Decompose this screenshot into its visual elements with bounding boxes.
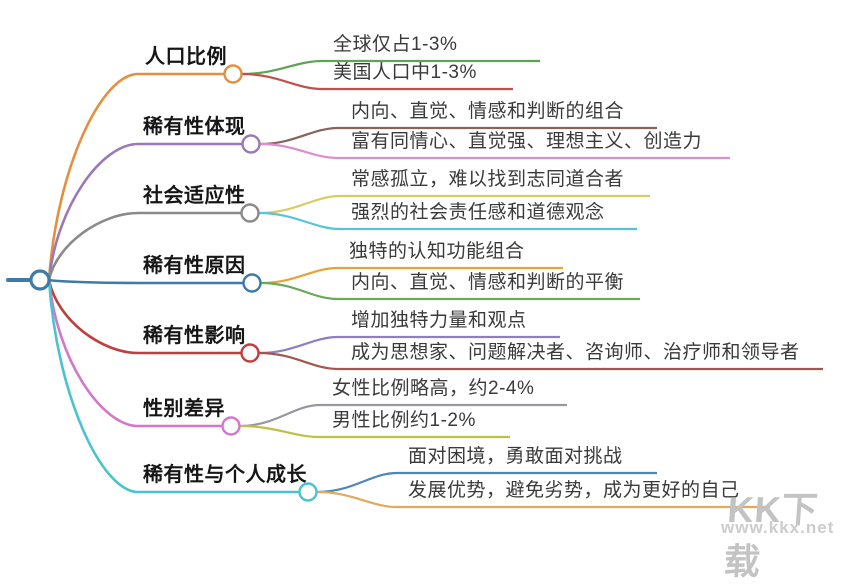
branch-line (47, 142, 242, 281)
branch-node-circle (240, 203, 260, 223)
child-topic: 常感孤立，难以找到志同道合者 (351, 169, 625, 190)
mindmap: 全球仅占1-3% 美国人口中1-3% 人口比例内向、直觉、情感和判断的组合富有同情心… (6, 34, 835, 582)
branch-node-circle (241, 134, 261, 154)
child-topic: 美国人口中1-3% (333, 62, 477, 83)
branch-node-circle (223, 64, 243, 84)
child-line (258, 335, 560, 355)
branch-label: 稀有性与个人成长 (143, 464, 307, 486)
child-topic: 独特的认知功能组合 (349, 241, 525, 262)
branch-line (47, 211, 241, 281)
child-topic: 成为思想家、问题解决者、咨询师、治疗师和领导者 (351, 342, 800, 363)
root-node-circle (29, 269, 51, 291)
branch-label: 人口比例 (145, 46, 227, 68)
child-line (260, 266, 563, 285)
mindmap-connectors (6, 59, 823, 509)
branch-line (47, 72, 224, 281)
child-topic: 富有同情心、直觉强、理想主义、创造力 (351, 131, 703, 152)
child-line (259, 142, 730, 160)
child-line (258, 194, 650, 215)
branch-node-circle (240, 343, 260, 363)
child-line (241, 72, 513, 91)
child-line (316, 471, 657, 494)
child-topic: 面对困境，勇敢面对挑战 (408, 446, 623, 467)
branch-line (47, 279, 241, 355)
child-topic: 男性比例约1-2% (332, 410, 476, 431)
branch-label: 稀有性影响 (143, 325, 246, 347)
branch-label: 社会适应性 (143, 185, 246, 207)
child-topic: 女性比例略高，约2-4% (332, 378, 535, 399)
branch-label: 稀有性原因 (143, 255, 246, 277)
child-topic: 内向、直觉、情感和判断的平衡 (351, 272, 625, 293)
child-line (259, 126, 657, 146)
child-topic: 全球仅占1-3% (333, 34, 458, 55)
child-topic: 强烈的社会责任感和道德观念 (351, 202, 605, 223)
branch-node-circle (221, 416, 241, 436)
child-line (258, 211, 637, 231)
branch-node-circle (298, 482, 318, 502)
child-line (258, 351, 823, 371)
mindmap-nodes: 全球仅占1-3% 美国人口中1-3% 人口比例内向、直觉、情感和判断的组合富有同情心… (143, 34, 800, 501)
child-line (260, 281, 640, 301)
branch-label: 性别差异 (143, 398, 225, 420)
branch-line (47, 279, 222, 428)
child-topic: 增加独特力量和观点 (351, 310, 527, 331)
branch-line (48, 278, 243, 285)
child-topic: 发展优势，避免劣势，成为更好的自己 (408, 480, 740, 501)
child-line (239, 403, 567, 428)
branch-node-circle (242, 273, 262, 293)
child-topic: 内向、直觉、情感和判断的组合 (351, 101, 625, 122)
watermark-url: www.kkx.net (721, 518, 835, 537)
child-line (316, 490, 770, 509)
child-line (239, 424, 510, 439)
branch-line (47, 279, 299, 494)
branch-label: 稀有性体现 (143, 116, 246, 138)
